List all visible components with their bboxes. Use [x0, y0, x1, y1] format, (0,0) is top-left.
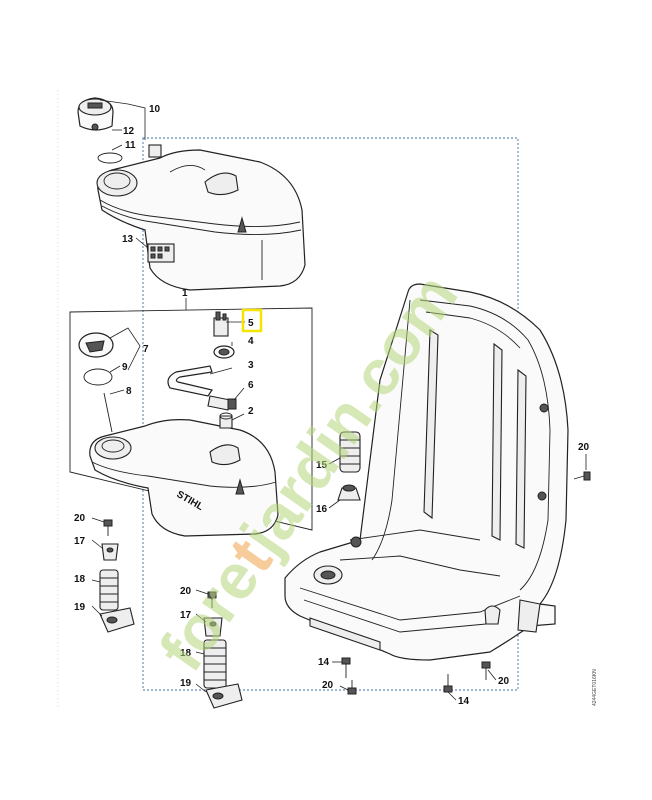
- cap-7: [78, 332, 114, 358]
- foot-19-center: [205, 683, 243, 709]
- label-8: 8: [126, 386, 132, 397]
- screw-14-right: [443, 674, 453, 693]
- label-9: 9: [122, 362, 128, 373]
- label-10: 10: [149, 104, 161, 115]
- hose-3: [167, 365, 213, 397]
- o-ring-9: [83, 368, 113, 386]
- lower-fuel-tank: STIHL: [89, 419, 279, 537]
- screw-20-center: [207, 591, 217, 608]
- foot-19-left: [99, 607, 135, 633]
- label-2: 2: [248, 406, 254, 417]
- label-20-left: 20: [74, 513, 86, 524]
- warning-label-plate: [147, 243, 175, 263]
- label-15: 15: [316, 460, 328, 471]
- spring-18-left: [99, 569, 119, 611]
- assembly-dotted-frame: [142, 137, 519, 691]
- label-20-center: 20: [180, 586, 192, 597]
- label-7: 7: [143, 344, 149, 355]
- label-19-center: 19: [180, 678, 192, 689]
- inset-box-frame: [69, 307, 313, 531]
- screw-14-left: [341, 657, 351, 678]
- label-3: 3: [248, 360, 254, 371]
- spring-15: [339, 431, 361, 473]
- label-14-left: 14: [318, 657, 330, 668]
- backpack-frame: [284, 283, 569, 661]
- drawing-code: 4244GET016KN: [592, 669, 598, 706]
- label-18-left: 18: [74, 574, 86, 585]
- grommet-2: [219, 412, 233, 429]
- bushing-17-center: [203, 617, 223, 637]
- label-4: 4: [248, 336, 254, 347]
- screw-20-right: [573, 471, 591, 481]
- label-13: 13: [122, 234, 134, 245]
- label-17-left: 17: [74, 536, 86, 547]
- o-ring-11: [97, 152, 123, 164]
- label-18-center: 18: [180, 648, 192, 659]
- label-16: 16: [316, 504, 328, 515]
- bushing-17-left: [101, 543, 119, 561]
- label-14-right: 14: [458, 696, 470, 707]
- leader-lines: [91, 99, 587, 701]
- screw-20-bottom-left: [347, 680, 357, 695]
- tank-cap: [77, 97, 114, 131]
- label-20-bottom-right: 20: [498, 676, 510, 687]
- pin-8: [103, 392, 113, 433]
- upper-fuel-tank: [96, 144, 306, 291]
- callout-labels: 10 12 11 13 1 5 4 3 6 2 7 9 8 15 16 20 1…: [74, 104, 590, 707]
- label-20-bottom-left: 20: [322, 680, 334, 691]
- label-6: 6: [248, 380, 254, 391]
- mount-16: [337, 484, 361, 501]
- grommet-4: [213, 345, 235, 359]
- filter-6: [207, 395, 237, 411]
- valve-5: [213, 311, 229, 337]
- label-11: 11: [125, 140, 136, 151]
- label-20-right: 20: [578, 442, 590, 453]
- label-5: 5: [248, 318, 254, 329]
- screw-20-left: [103, 519, 113, 536]
- label-19-left: 19: [74, 602, 86, 613]
- screw-20-bottom-right: [481, 661, 491, 680]
- highlight-box-5: [241, 308, 263, 333]
- label-17-center: 17: [180, 610, 192, 621]
- label-12: 12: [123, 126, 135, 137]
- label-1: 1: [182, 288, 188, 299]
